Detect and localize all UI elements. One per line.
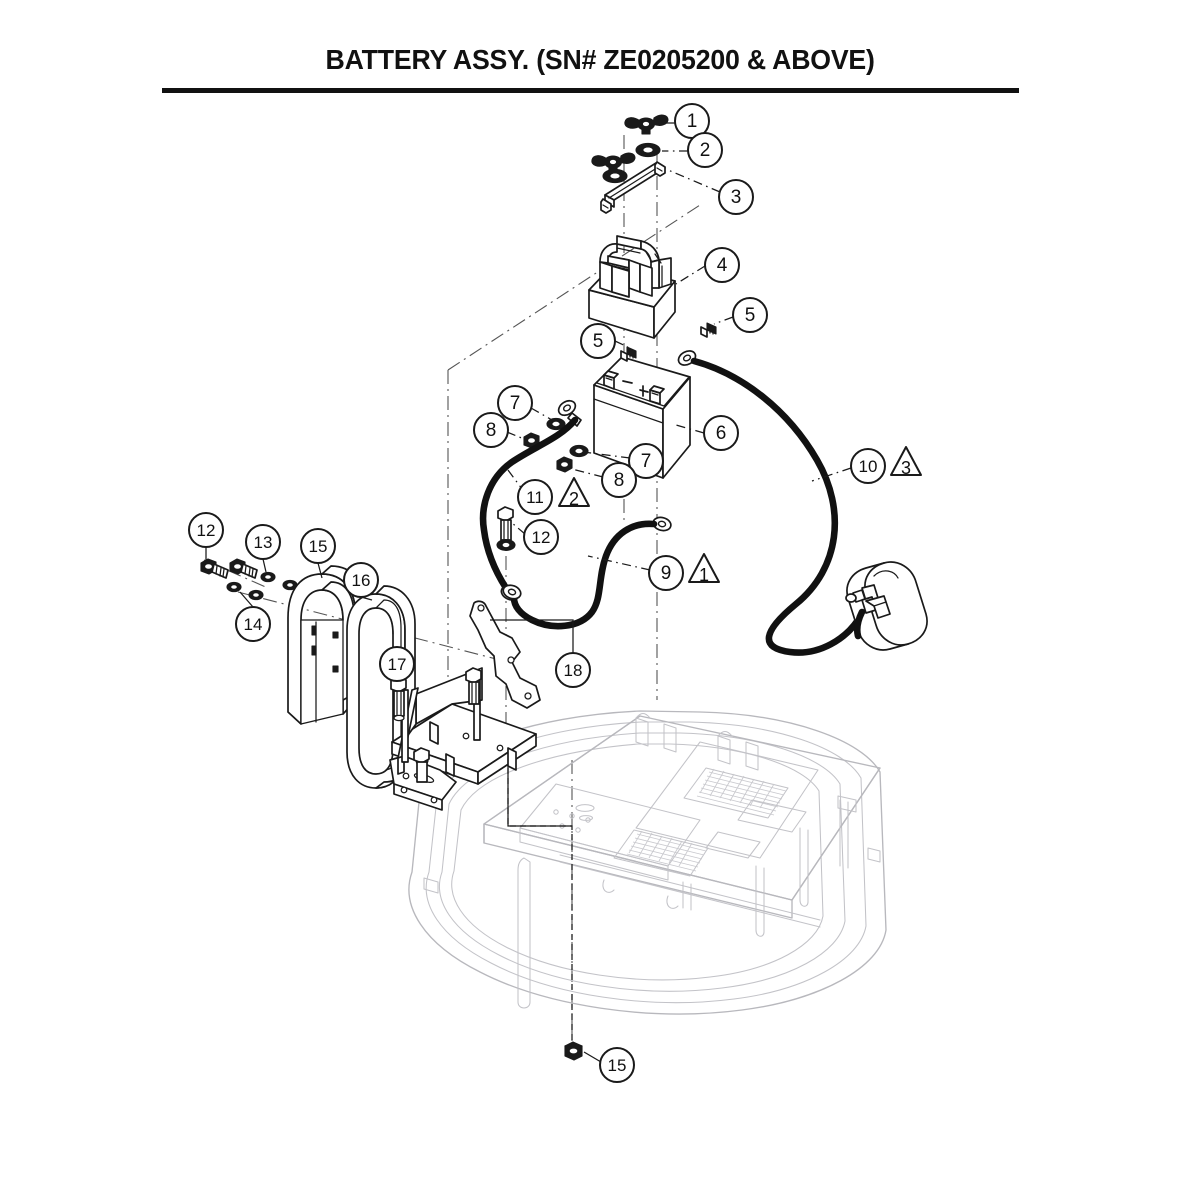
callout-circle-18 xyxy=(555,652,591,688)
wing-nut-upper xyxy=(624,114,669,135)
hold-down-bar xyxy=(600,161,666,214)
terminal-bolt-right xyxy=(700,322,717,338)
flat-washer-upper xyxy=(635,142,661,158)
callout-circle-8a xyxy=(473,412,509,448)
callout-circle-12b xyxy=(523,519,559,555)
mower-deck-chassis xyxy=(408,710,887,1050)
callout-circle-3 xyxy=(718,179,754,215)
callout-circle-8b xyxy=(601,462,637,498)
carriage-bolt-lower xyxy=(413,747,430,783)
positive-battery-cable xyxy=(677,350,862,656)
callout-circle-13 xyxy=(245,524,281,560)
callout-circle-12a xyxy=(188,512,224,548)
callout-circle-7b xyxy=(628,443,664,479)
lock-washer-upper xyxy=(546,417,566,431)
callout-circle-5b xyxy=(732,297,768,333)
callout-circle-15a xyxy=(300,528,336,564)
callout-circle-11 xyxy=(517,479,553,515)
lock-washer-13b xyxy=(282,579,298,591)
hex-flange-bolt-left xyxy=(200,558,229,579)
flat-washer-14b xyxy=(248,589,264,601)
callout-bubbles[interactable] xyxy=(188,103,886,1083)
callout-circle-10 xyxy=(850,448,886,484)
reference-triangle-3 xyxy=(890,446,922,476)
battery-negative-terminal xyxy=(603,370,619,390)
hex-flange-bolt-center xyxy=(496,506,516,551)
title-divider xyxy=(162,88,1019,93)
starter-solenoid xyxy=(845,561,928,651)
callout-circle-4 xyxy=(704,247,740,283)
callout-circle-7a xyxy=(497,385,533,421)
shield-mount-nut xyxy=(564,1041,583,1061)
callout-circle-5a xyxy=(580,323,616,359)
page-title: BATTERY ASSY. (SN# ZE0205200 & ABOVE) xyxy=(325,44,875,75)
lock-washer-lower xyxy=(569,444,589,458)
reference-triangles[interactable] xyxy=(558,446,922,583)
callout-circle-16 xyxy=(343,562,379,598)
flat-washer-14 xyxy=(226,581,242,593)
callout-circle-6 xyxy=(703,415,739,451)
hold-down-hardware xyxy=(591,114,669,214)
callout-circle-15b xyxy=(599,1047,635,1083)
lock-washer-13 xyxy=(260,571,276,583)
carriage-bolt-left xyxy=(390,676,407,722)
carriage-bolt-center xyxy=(465,667,482,705)
title-block: BATTERY ASSY. (SN# ZE0205200 & ABOVE) xyxy=(0,44,1200,76)
callout-circle-9 xyxy=(648,555,684,591)
callout-circle-17 xyxy=(379,646,415,682)
hex-flange-bolt-left-2 xyxy=(229,558,258,579)
ground-cable xyxy=(502,516,672,630)
reference-triangle-1 xyxy=(688,553,720,583)
flat-washer-lower xyxy=(602,168,628,184)
hex-nut-lower xyxy=(556,456,573,473)
terminal-bolt-left xyxy=(620,346,637,362)
reference-triangle-2 xyxy=(558,477,590,507)
ring-terminal-negative xyxy=(557,399,582,427)
battery-cover xyxy=(588,235,676,339)
callout-circle-2 xyxy=(687,132,723,168)
ring-terminal-ground-right xyxy=(652,516,672,532)
battery-positive-terminal xyxy=(649,385,665,405)
callout-circle-14 xyxy=(235,606,271,642)
ring-terminal-ground-left xyxy=(502,584,522,600)
